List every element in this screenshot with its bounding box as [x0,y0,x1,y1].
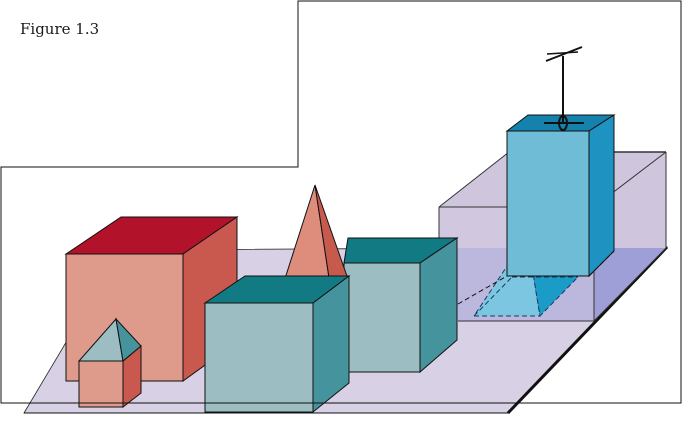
figure-frame [0,0,682,404]
small-house [77,317,142,409]
figure-caption: Figure 1.3 [20,20,100,38]
antenna [544,46,584,131]
red-pyramid [280,184,349,292]
rear-teal-cube [343,237,459,374]
front-teal-cube [203,275,351,414]
blue-tower [457,114,616,305]
